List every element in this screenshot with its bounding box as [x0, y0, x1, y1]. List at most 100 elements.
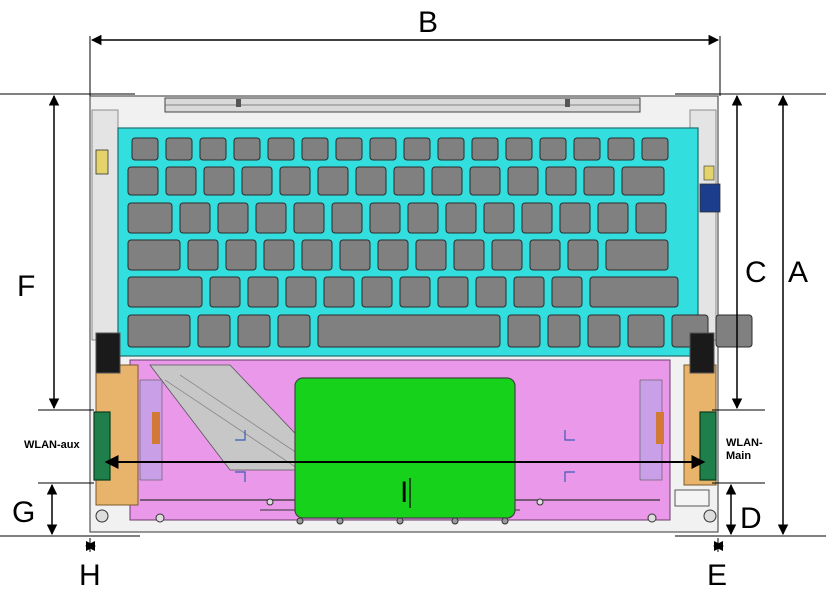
wlan-aux-label: WLAN-aux: [24, 439, 80, 451]
keyboard-key: [627, 314, 665, 348]
wlan-main-label-line2: Main: [726, 450, 751, 462]
keyboard-key: [551, 276, 583, 308]
right-port-block: [699, 183, 721, 213]
keyboard: [117, 127, 753, 357]
keyboard-key: [621, 166, 665, 196]
keyboard-key: [641, 137, 669, 161]
keyboard-key: [335, 137, 363, 161]
antenna-labels: WLAN-aux WLAN- Main: [24, 437, 763, 462]
keyboard-key: [199, 137, 227, 161]
keyboard-key: [187, 239, 219, 271]
keyboard-key: [127, 276, 203, 308]
keyboard-key: [369, 202, 401, 234]
keyboard-key: [505, 137, 533, 161]
keyboard-key: [267, 137, 295, 161]
keyboard-key: [293, 202, 325, 234]
keyboard-key: [547, 314, 581, 348]
keyboard-key: [437, 137, 465, 161]
keyboard-key: [323, 276, 355, 308]
keyboard-key: [225, 239, 257, 271]
keyboard-keys: [127, 137, 753, 348]
keyboard-key: [403, 137, 431, 161]
keyboard-key: [377, 239, 409, 271]
keyboard-key: [317, 314, 501, 348]
keyboard-key: [361, 276, 393, 308]
keyboard-key: [279, 166, 311, 196]
keyboard-key: [715, 314, 753, 348]
label-g: G: [12, 496, 35, 529]
left-speaker-block: [95, 332, 121, 374]
keyboard-key: [431, 166, 463, 196]
label-e: E: [707, 559, 727, 592]
keyboard-key: [339, 239, 371, 271]
keyboard-key: [127, 202, 173, 234]
keyboard-key: [471, 137, 499, 161]
keyboard-key: [127, 166, 159, 196]
keyboard-key: [165, 166, 197, 196]
keyboard-key: [589, 276, 679, 308]
keyboard-key: [209, 276, 241, 308]
keyboard-key: [507, 314, 541, 348]
label-f: F: [17, 270, 35, 303]
keyboard-key: [301, 137, 329, 161]
keyboard-key: [583, 166, 615, 196]
keyboard-key: [545, 166, 577, 196]
keyboard-key: [369, 137, 397, 161]
keyboard-key: [491, 239, 523, 271]
keyboard-key: [573, 137, 601, 161]
label-a: A: [788, 256, 808, 289]
wlan-main-label-line1: WLAN-: [726, 437, 763, 449]
keyboard-key: [407, 202, 439, 234]
dimension-labels: B A C D E F G H I: [12, 6, 808, 592]
keyboard-key: [393, 166, 425, 196]
keyboard-key: [507, 166, 539, 196]
keyboard-key: [317, 166, 349, 196]
keyboard-key: [483, 202, 515, 234]
keyboard-key: [247, 276, 279, 308]
keyboard-key: [203, 166, 235, 196]
touchpad: [294, 377, 516, 519]
keyboard-key: [445, 202, 477, 234]
keyboard-key: [521, 202, 553, 234]
wlan-aux-antenna: [93, 411, 111, 481]
keyboard-key: [127, 239, 181, 271]
keyboard-key: [179, 202, 211, 234]
keyboard-key: [255, 202, 287, 234]
keyboard-key: [277, 314, 311, 348]
keyboard-key: [165, 137, 193, 161]
keyboard-key: [567, 239, 599, 271]
label-c: C: [745, 256, 767, 289]
keyboard-key: [605, 239, 669, 271]
label-i: I: [400, 476, 408, 509]
keyboard-key: [437, 276, 469, 308]
left-port-block: [95, 149, 109, 175]
keyboard-key: [587, 314, 621, 348]
wlan-main-antenna: [699, 411, 717, 481]
dimension-lines: [0, 34, 826, 552]
keyboard-key: [217, 202, 249, 234]
keyboard-key: [355, 166, 387, 196]
keyboard-key: [399, 276, 431, 308]
keyboard-key: [331, 202, 363, 234]
keyboard-key: [197, 314, 231, 348]
keyboard-key: [237, 314, 271, 348]
keyboard-key: [263, 239, 295, 271]
keyboard-key: [539, 137, 567, 161]
keyboard-key: [469, 166, 501, 196]
keyboard-key: [597, 202, 629, 234]
label-h: H: [79, 559, 101, 592]
keyboard-key: [513, 276, 545, 308]
keyboard-key: [529, 239, 561, 271]
keyboard-key: [131, 137, 159, 161]
keyboard-key: [415, 239, 447, 271]
keyboard-key: [233, 137, 261, 161]
keyboard-key: [635, 202, 667, 234]
keyboard-key: [241, 166, 273, 196]
label-b: B: [418, 6, 438, 39]
keyboard-key: [559, 202, 591, 234]
right-speaker-block: [689, 332, 715, 374]
label-d: D: [740, 502, 762, 535]
keyboard-key: [607, 137, 635, 161]
keyboard-key: [127, 314, 191, 348]
keyboard-key: [475, 276, 507, 308]
